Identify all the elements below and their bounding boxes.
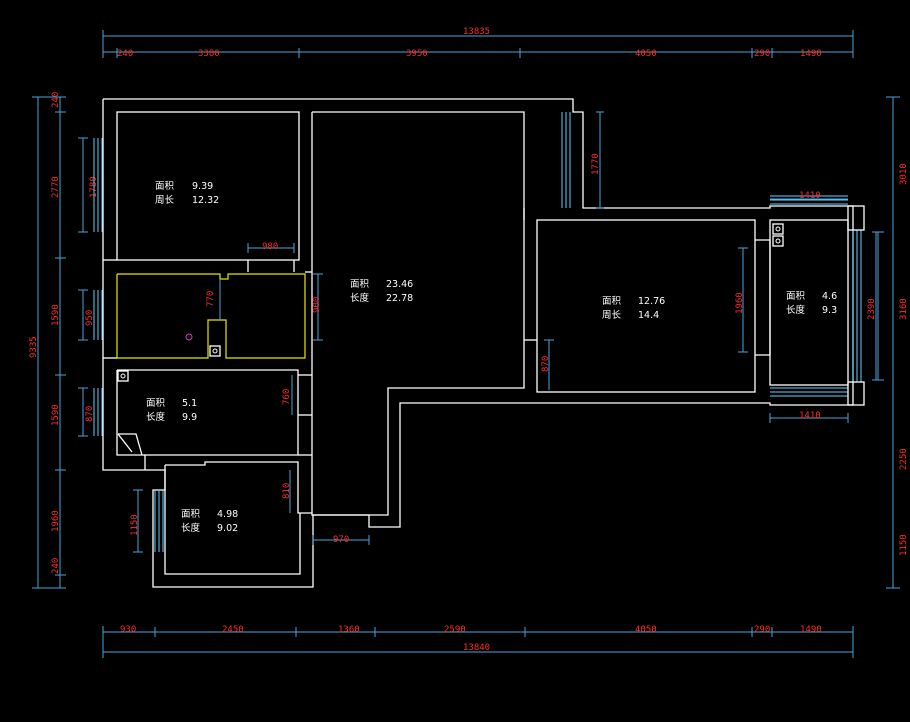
- bottom-dim-3: 1360: [338, 625, 360, 635]
- dim-760: 760: [282, 389, 292, 405]
- dim-970: 970: [333, 535, 349, 545]
- area-label: 面积: [602, 295, 622, 307]
- inner-dimensions: 1770 980 770 900 1960 870 760 810 970 23…: [206, 111, 877, 545]
- area-value: 9.39: [192, 181, 213, 192]
- top-total-dim: 13835: [463, 27, 490, 37]
- left-total-dim: 9335: [29, 336, 39, 358]
- perimeter-label: 长度: [786, 304, 806, 316]
- left-dim-1: 240: [51, 92, 61, 108]
- left-dim-3: 1590: [51, 304, 61, 326]
- bottom-dim-1: 930: [120, 625, 136, 635]
- right-dimension-chain: 3010 3160 2250 1150: [872, 96, 909, 589]
- dim-870: 870: [541, 356, 551, 372]
- top-dim-3: 3950: [406, 49, 428, 59]
- left-inner-dim-3: 870: [85, 406, 95, 422]
- room-label-bedroom-1: 面积 9.39 周长 12.32: [155, 180, 219, 206]
- room-label-master-bedroom: 面积 12.76 周长 14.4: [602, 295, 665, 321]
- area-label: 面积: [350, 278, 370, 290]
- windows: [93, 112, 865, 552]
- bottom-dim-4: 2590: [444, 625, 466, 635]
- dim-980: 980: [262, 242, 278, 252]
- perimeter-label: 长度: [350, 292, 370, 304]
- top-dim-1: 240: [117, 49, 133, 59]
- top-dim-4: 4050: [635, 49, 657, 59]
- left-dim-5: 1960: [51, 510, 61, 532]
- left-dim-4: 1590: [51, 404, 61, 426]
- dim-770: 770: [206, 291, 216, 307]
- right-dim-3: 2250: [899, 448, 909, 470]
- top-dim-2: 3380: [198, 49, 220, 59]
- left-inner-dims: 1780 950 870 1150: [78, 137, 143, 553]
- area-label: 面积: [155, 180, 175, 192]
- left-inner-dim-4: 1150: [130, 514, 140, 536]
- bottom-dim-5: 4050: [635, 625, 657, 635]
- perimeter-value: 9.02: [217, 523, 238, 534]
- area-label: 面积: [181, 508, 201, 520]
- area-label: 面积: [786, 290, 806, 302]
- dim-2390: 2390: [867, 298, 877, 320]
- bottom-dim-6: 290: [754, 625, 770, 635]
- bottom-total-dim: 13840: [463, 643, 490, 653]
- top-dimension-chain: 13835 240 3380 3950 4050 290 1490: [102, 27, 854, 59]
- dim-1410-top: 1410: [799, 191, 821, 201]
- area-value: 4.6: [822, 291, 837, 302]
- dim-1770: 1770: [591, 153, 601, 175]
- right-dim-4: 1150: [899, 534, 909, 556]
- area-value: 23.46: [386, 279, 413, 290]
- room-label-bathroom-1: 面积 5.1 长度 9.9: [146, 397, 197, 423]
- area-value: 4.98: [217, 509, 238, 520]
- area-value: 5.1: [182, 398, 197, 409]
- dim-1960: 1960: [735, 292, 745, 314]
- perimeter-value: 9.3: [822, 305, 837, 316]
- kitchen-outline: [116, 273, 306, 359]
- top-dim-5: 290: [754, 49, 770, 59]
- dim-1410-bottom: 1410: [799, 411, 821, 421]
- left-dim-2: 2770: [51, 176, 61, 198]
- bottom-dim-7: 1490: [800, 625, 822, 635]
- perimeter-value: 22.78: [386, 293, 413, 304]
- left-dim-6: 240: [51, 558, 61, 574]
- dim-900: 900: [312, 297, 322, 313]
- bottom-dim-2: 2450: [222, 625, 244, 635]
- perimeter-value: 12.32: [192, 195, 219, 206]
- perimeter-label: 长度: [181, 522, 201, 534]
- area-label: 面积: [146, 397, 166, 409]
- right-dim-1: 3010: [899, 163, 909, 185]
- perimeter-label: 周长: [155, 194, 175, 206]
- right-dim-2: 3160: [899, 298, 909, 320]
- room-label-living-room: 面积 23.46 长度 22.78: [350, 278, 413, 304]
- room-label-balcony: 面积 4.6 长度 9.3: [786, 290, 837, 316]
- left-dimension-chain: 9335 240 2770 1590 1590 1960 240: [29, 92, 66, 589]
- perimeter-label: 长度: [146, 411, 166, 423]
- walls: [102, 98, 854, 588]
- area-value: 12.76: [638, 296, 665, 307]
- room-label-bathroom-2: 面积 4.98 长度 9.02: [181, 508, 238, 534]
- bottom-dimension-chain: 930 2450 1360 2590 4050 290 1490 13840: [102, 625, 854, 658]
- perimeter-value: 14.4: [638, 310, 659, 321]
- left-inner-dim-2: 950: [85, 310, 95, 326]
- perimeter-value: 9.9: [182, 412, 197, 423]
- dim-810: 810: [282, 483, 292, 499]
- perimeter-label: 周长: [602, 309, 622, 321]
- top-dim-6: 1490: [800, 49, 822, 59]
- fixtures: [117, 223, 784, 456]
